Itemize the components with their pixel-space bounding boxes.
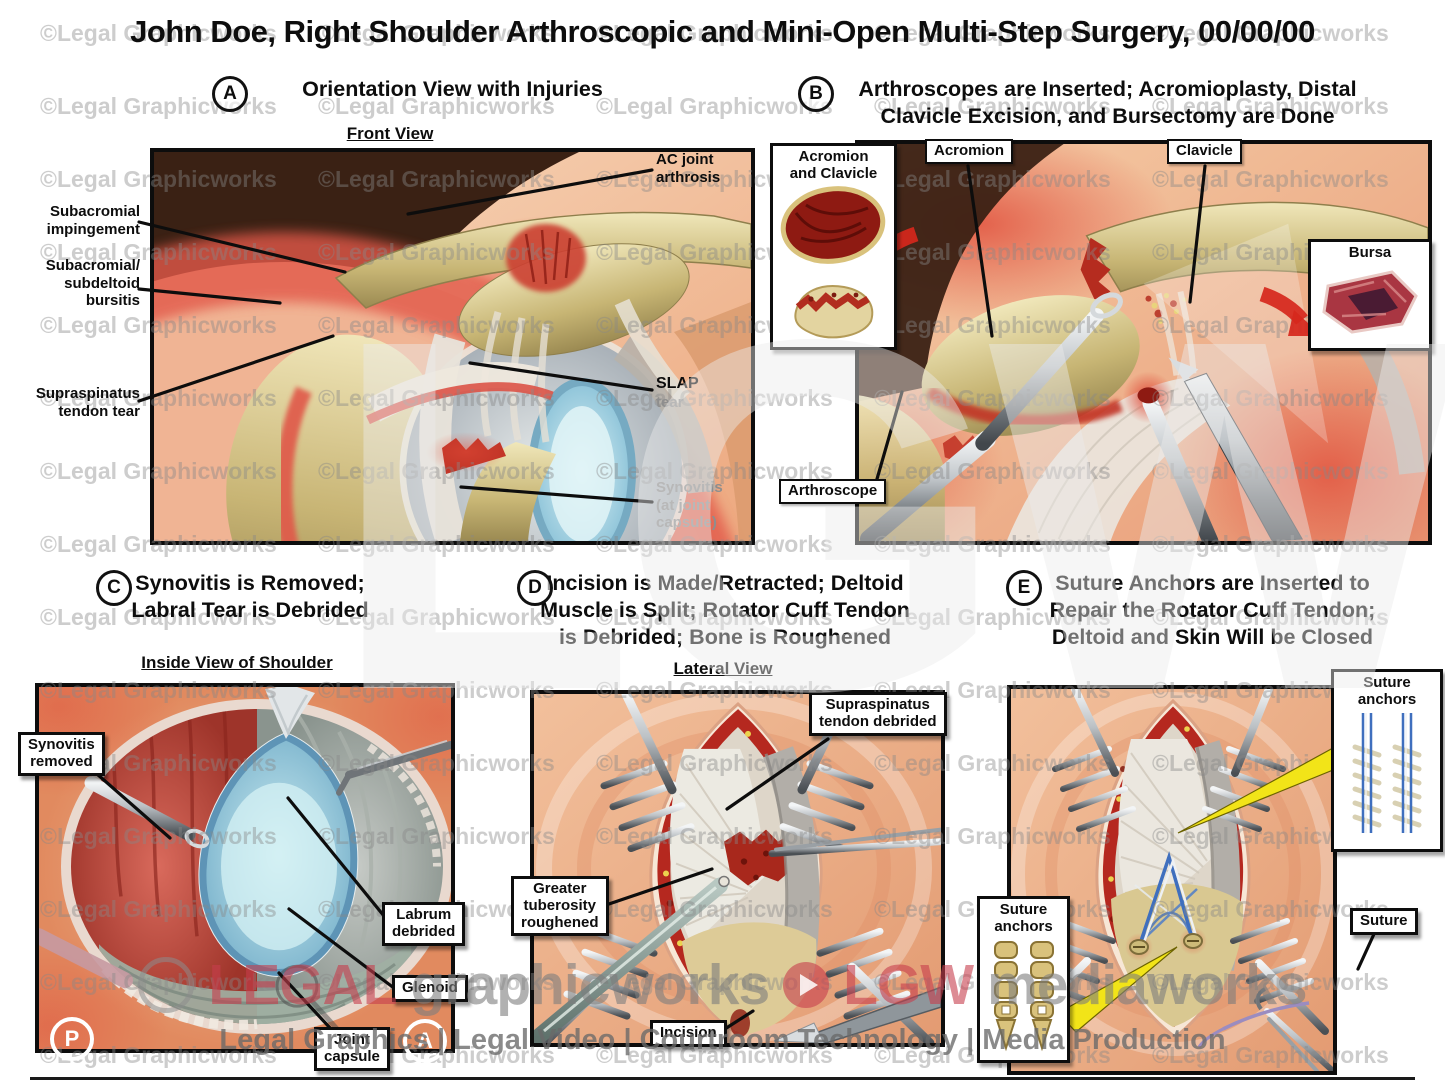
panel-a-header: A Orientation View with Injuries [150, 76, 755, 112]
panel-e-heading: Suture Anchors are Inserted to Repair th… [1049, 571, 1376, 650]
acromion-clavicle-crosssection-art [780, 185, 886, 338]
bursa-art [1322, 270, 1418, 334]
label-subacromial-impingement: Subacromial impingement [46, 203, 140, 238]
panel-b-heading: Arthroscopes are Inserted; Acromioplasty… [858, 77, 1357, 129]
panel-d-subtitle: Lateral View [673, 659, 773, 678]
inset-suture-anchors-top-title: Suture anchors [1357, 674, 1417, 708]
panel-e-letter-badge: E [1006, 570, 1042, 606]
marker-anterior: A [403, 1019, 447, 1063]
label-joint-capsule: Joint capsule [314, 1027, 390, 1071]
label-synovitis-joint-capsule: Synovitis (at joint capsule) [656, 479, 723, 532]
bottom-rule [30, 1077, 1415, 1080]
panel-b-illustration [855, 140, 1432, 545]
label-acromion: Acromion [925, 139, 1014, 164]
label-synovitis-removed: Synovitis removed [18, 732, 105, 776]
panel-a-heading: Orientation View with Injuries [302, 77, 603, 101]
suture-anchor-devices-art [993, 940, 1054, 1051]
panel-c-subtitle: Inside View of Shoulder [141, 653, 333, 672]
label-ac-joint-arthrosis: AC joint arthrosis [656, 151, 721, 186]
label-supraspinatus-debrided: Supraspinatus tendon debrided [809, 692, 947, 736]
panel-c-header: C Synovitis is Removed; Labral Tear is D… [60, 570, 440, 624]
panel-c-letter-badge: C [96, 570, 132, 606]
label-greater-tuberosity: Greater tuberosity roughened [511, 876, 609, 937]
label-suture: Suture [1350, 908, 1418, 935]
inset-acromion-clavicle-title: Acromion and Clavicle [789, 148, 878, 182]
panel-e-header: E Suture Anchors are Inserted to Repair … [980, 570, 1445, 651]
panel-b-header: B Arthroscopes are Inserted; Acromioplas… [770, 76, 1445, 130]
panel-d-letter-badge: D [517, 570, 553, 606]
label-slap-sub: tear [656, 393, 684, 411]
suture-anchor-screws-art [1352, 712, 1422, 833]
label-slap: SLAP [656, 375, 699, 392]
label-incision: Incision [650, 1020, 727, 1047]
label-subacromial-bursitis: Subacromial/ subdeltoid bursitis [45, 257, 140, 310]
panel-c-heading: Synovitis is Removed; Labral Tear is Deb… [131, 571, 369, 623]
inset-acromion-clavicle: Acromion and Clavicle [770, 143, 897, 350]
panel-d-illustration [530, 690, 945, 1047]
marker-posterior: P [50, 1017, 94, 1061]
inset-suture-anchors-bottom-title: Suture anchors [994, 901, 1053, 935]
label-slap-tear: SLAP tear [656, 375, 699, 412]
label-supraspinatus-tear: Supraspinatus tendon tear [35, 385, 140, 420]
page-title: John Doe, Right Shoulder Arthroscopic an… [130, 14, 1315, 49]
panel-a-subtitle: Front View [346, 124, 434, 143]
inset-suture-anchors-top: Suture anchors [1331, 669, 1443, 852]
leader-suture [1356, 932, 1376, 971]
panel-d-heading: Incision is Made/Retracted; Deltoid Musc… [540, 571, 910, 650]
inset-bursa-title: Bursa [1348, 244, 1392, 261]
panel-b-letter-badge: B [798, 76, 834, 112]
lateral-view-art [534, 694, 941, 1043]
label-clavicle: Clavicle [1167, 139, 1242, 164]
label-glenoid: Glenoid [392, 975, 468, 1002]
arthroscopy-view-art [859, 144, 1428, 541]
label-labrum-debrided: Labrum debrided [382, 902, 466, 946]
panel-a-letter-badge: A [212, 76, 248, 112]
inset-bursa: Bursa [1308, 239, 1432, 351]
inset-suture-anchors-bottom: Suture anchors [977, 896, 1070, 1063]
panel-d-header: D Incision is Made/Retracted; Deltoid Mu… [495, 570, 955, 651]
label-arthroscope: Arthroscope [779, 479, 887, 504]
